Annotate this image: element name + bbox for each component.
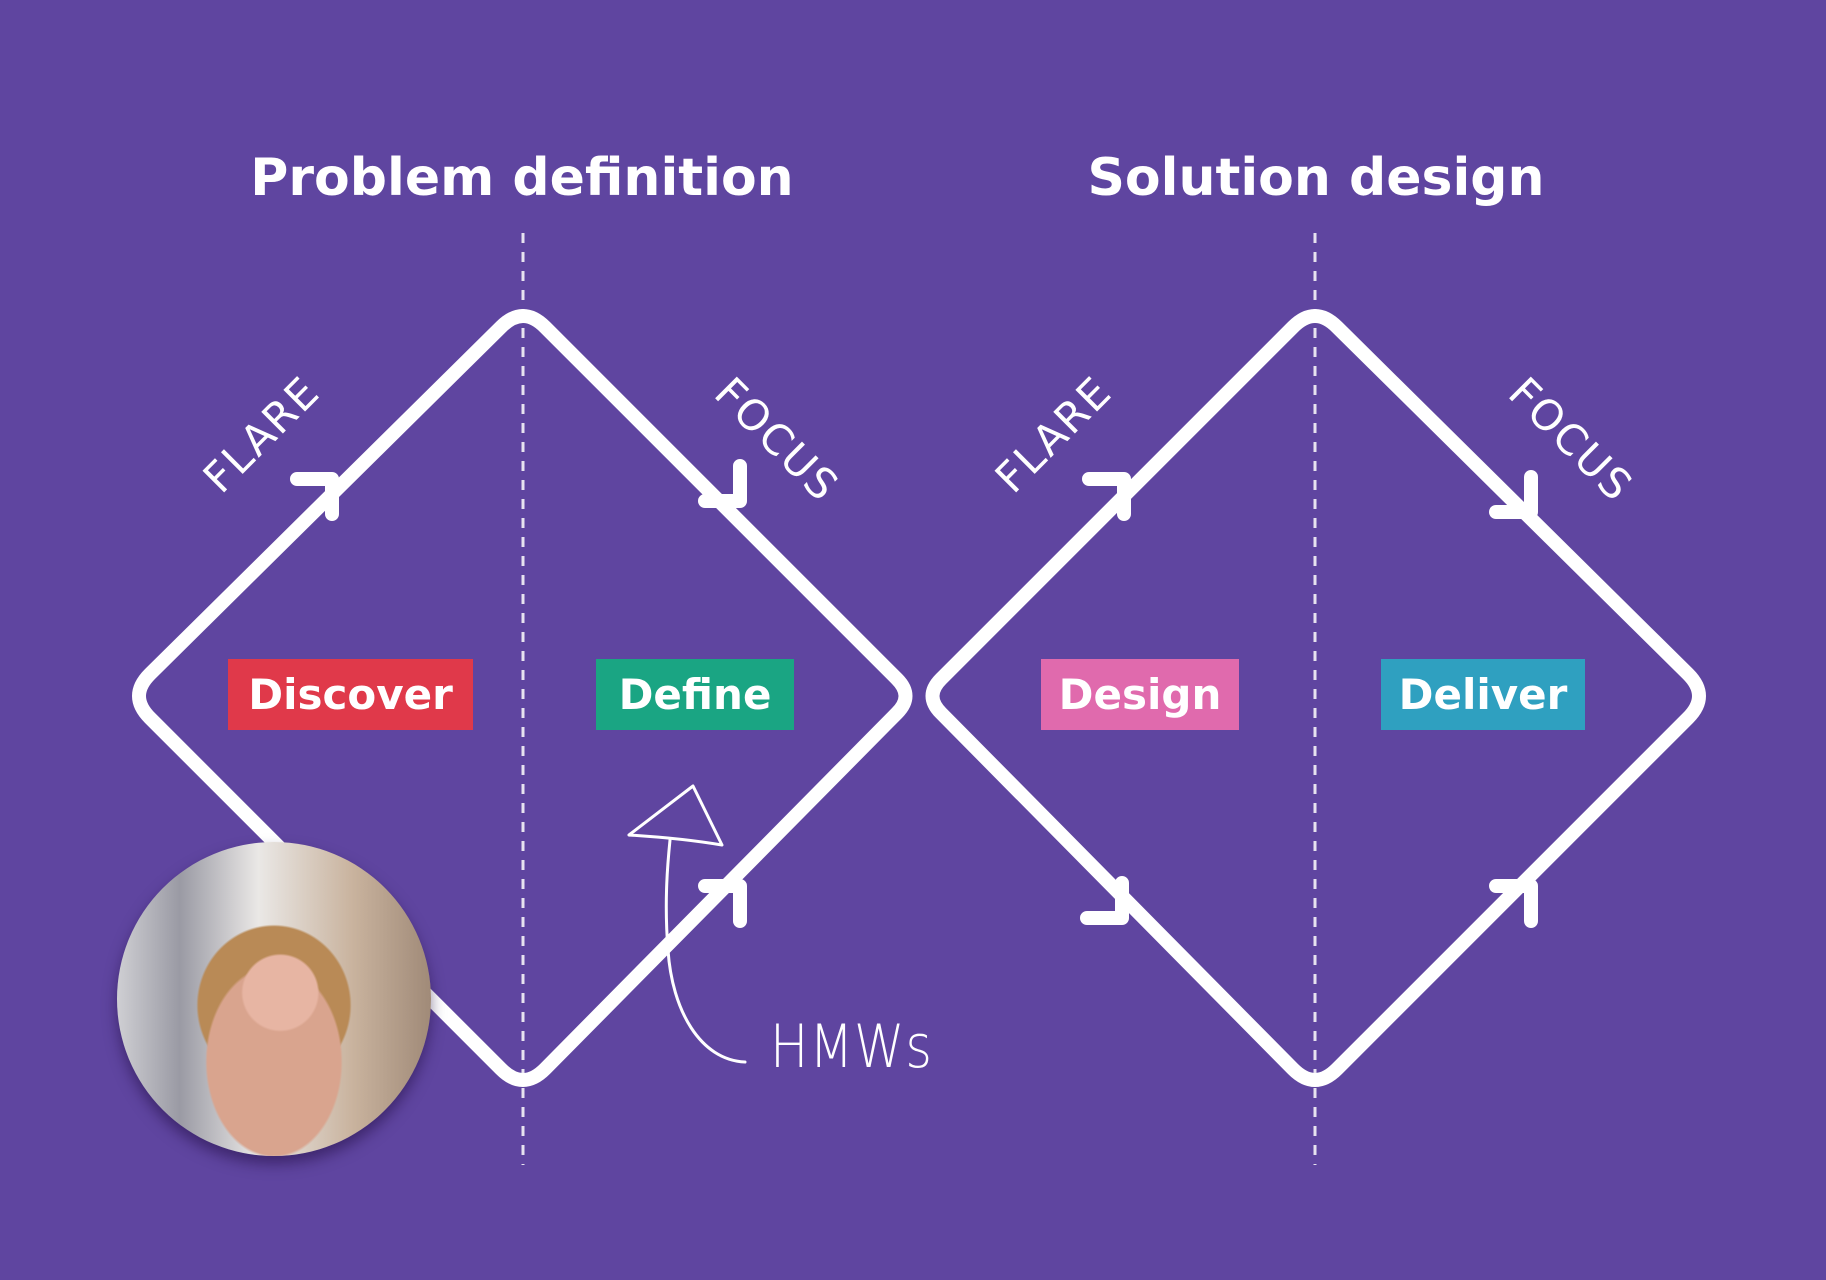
arrow-up-right-icon bbox=[1489, 879, 1538, 928]
section-title-solution-design: Solution design bbox=[1087, 148, 1545, 208]
arrow-down-right-icon bbox=[698, 459, 747, 508]
handdrawn-arrow-icon bbox=[627, 784, 747, 1064]
diamond-problem bbox=[132, 309, 913, 1087]
arrow-down-right-icon bbox=[1489, 470, 1538, 519]
arrow-down-right-icon bbox=[1080, 876, 1129, 925]
arrow-up-right-icon bbox=[290, 472, 339, 521]
hmws-annotation: HMWs bbox=[770, 1012, 933, 1082]
presenter-video-avatar bbox=[117, 842, 431, 1156]
diamond-solution bbox=[925, 309, 1706, 1087]
phase-deliver: Deliver bbox=[1381, 659, 1585, 730]
arrow-up-right-icon bbox=[1082, 472, 1131, 521]
section-title-problem-definition: Problem definition bbox=[250, 148, 794, 208]
phase-design: Design bbox=[1041, 659, 1239, 730]
arrow-up-right-icon bbox=[698, 879, 747, 928]
phase-define: Define bbox=[596, 659, 794, 730]
phase-discover: Discover bbox=[228, 659, 473, 730]
